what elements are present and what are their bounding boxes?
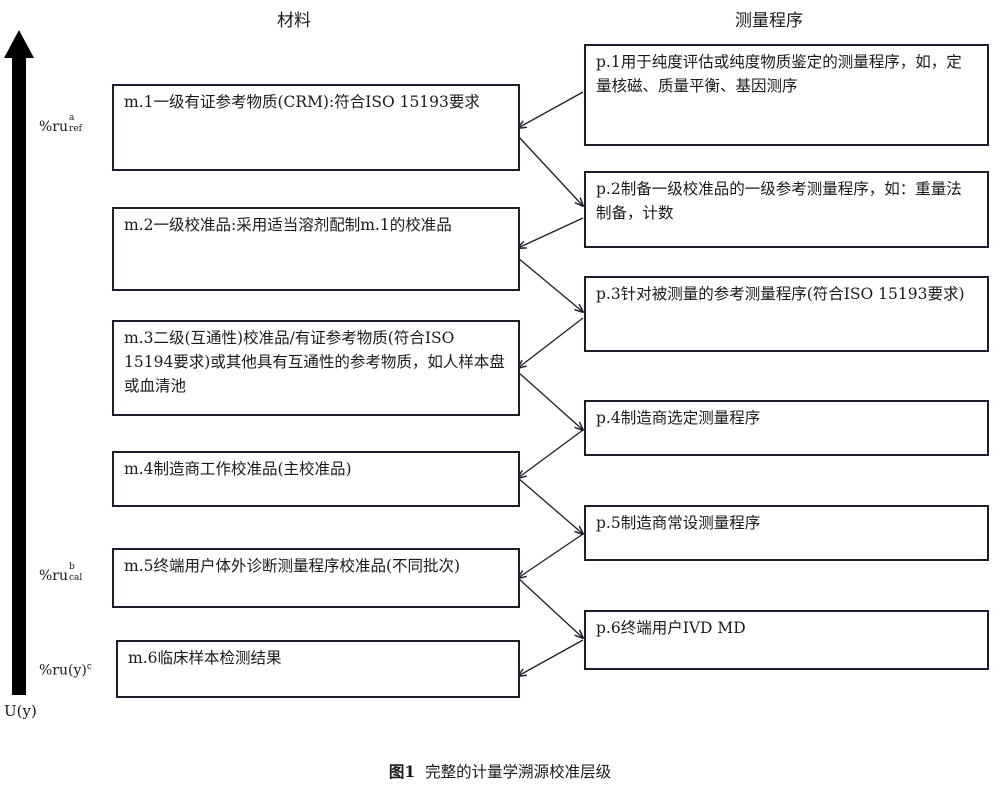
figure-caption: 图1 完整的计量学溯源校准层级 (0, 760, 1000, 782)
procedure-text-p6: p.6终端用户IVD MD (596, 619, 746, 637)
arrow-p4-to-m4 (518, 429, 584, 478)
arrow-p3-to-m3 (518, 317, 584, 368)
material-text-m5: m.5终端用户体外诊断测量程序校准品(不同批次) (124, 557, 461, 575)
procedure-text-p1: p.1用于纯度评估或纯度物质鉴定的测量程序，如，定量核磁、质量平衡、基因测序 (596, 53, 962, 95)
material-box-m2: m.2一级校准品:采用适当溶剂配制m.1的校准品 (112, 207, 520, 291)
axis-label-y: %ru(y)c (39, 662, 92, 679)
material-box-m1: m.1一级有证参考物质(CRM):符合ISO 15193要求 (112, 84, 520, 171)
arrow-p1-to-m1 (518, 91, 584, 128)
materials-header: 材料 (277, 11, 311, 31)
procedures-header: 测量程序 (735, 11, 803, 31)
arrow-m1-to-p2 (517, 135, 583, 206)
axis-bottom-label: U(y) (4, 702, 37, 720)
arrow-p6-to-m6 (518, 639, 584, 676)
material-box-m6: m.6临床样本检测结果 (116, 640, 520, 698)
arrow-m5-to-p6 (517, 577, 583, 638)
procedure-box-p4: p.4制造商选定测量程序 (584, 400, 989, 456)
uncertainty-axis-bar (12, 55, 26, 695)
procedure-box-p5: p.5制造商常设测量程序 (584, 505, 989, 561)
material-box-m5: m.5终端用户体外诊断测量程序校准品(不同批次) (112, 548, 520, 608)
material-text-m6: m.6临床样本检测结果 (128, 649, 282, 667)
arrow-p2-to-m2 (518, 217, 584, 248)
procedure-box-p1: p.1用于纯度评估或纯度物质鉴定的测量程序，如，定量核磁、质量平衡、基因测序 (584, 44, 989, 146)
material-text-m2: m.2一级校准品:采用适当溶剂配制m.1的校准品 (124, 216, 452, 234)
arrow-m4-to-p5 (517, 477, 583, 534)
procedure-box-p6: p.6终端用户IVD MD (584, 610, 989, 670)
uncertainty-axis-arrowhead (4, 30, 34, 58)
procedure-text-p2: p.2制备一级校准品的一级参考测量程序，如：重量法制备，计数 (596, 180, 962, 222)
material-box-m4: m.4制造商工作校准品(主校准品) (112, 451, 520, 507)
material-text-m1: m.1一级有证参考物质(CRM):符合ISO 15193要求 (124, 93, 480, 111)
procedure-box-p2: p.2制备一级校准品的一级参考测量程序，如：重量法制备，计数 (584, 171, 989, 248)
material-text-m3: m.3二级(互通性)校准品/有证参考物质(符合ISO 15194要求)或其他具有… (124, 329, 505, 395)
procedure-text-p4: p.4制造商选定测量程序 (596, 409, 761, 427)
arrow-m2-to-p3 (517, 257, 583, 312)
arrow-p5-to-m5 (518, 533, 584, 578)
arrow-m3-to-p4 (517, 371, 583, 430)
material-box-m3: m.3二级(互通性)校准品/有证参考物质(符合ISO 15194要求)或其他具有… (112, 320, 520, 416)
material-text-m4: m.4制造商工作校准品(主校准品) (124, 460, 352, 478)
procedure-text-p5: p.5制造商常设测量程序 (596, 514, 761, 532)
figure-title: 完整的计量学溯源校准层级 (425, 763, 612, 781)
procedure-text-p3: p.3针对被测量的参考测量程序(符合ISO 15193要求) (596, 285, 965, 303)
procedure-box-p3: p.3针对被测量的参考测量程序(符合ISO 15193要求) (584, 276, 989, 352)
figure-number: 图1 (388, 762, 416, 781)
